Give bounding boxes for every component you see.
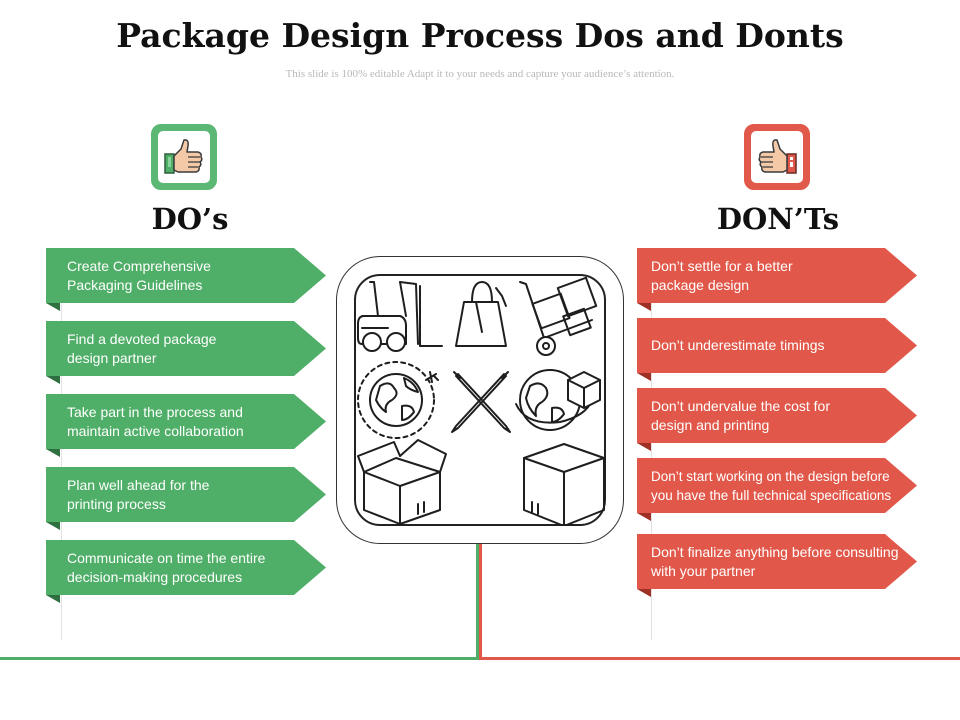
forklift-icon [357, 281, 443, 352]
dont-item-fold [637, 373, 651, 381]
thumbs-down-icon [758, 139, 797, 174]
do-item-text: Communicate on time the entire decision-… [67, 549, 266, 585]
dont-item-text: Don’t start working on the design before… [651, 468, 892, 503]
do-item: Take part in the process and maintain ac… [46, 394, 326, 449]
center-stem-red [479, 543, 482, 660]
donts-icon-badge [740, 120, 814, 194]
dont-item: Don’t underestimate timings [637, 318, 917, 373]
center-stem-green [476, 543, 479, 660]
dont-item-text: Don’t finalize anything before consultin… [651, 543, 899, 579]
do-item: Plan well ahead for the printing process [46, 467, 326, 522]
dont-item: Don’t undervalue the cost for design and… [637, 388, 917, 443]
dont-item-fold [637, 303, 651, 311]
do-item-text: Take part in the process and maintain ac… [67, 403, 244, 439]
open-box-icon [357, 439, 447, 525]
do-item-fold [46, 595, 60, 603]
packaging-illustration-frame [336, 256, 624, 544]
do-item: Communicate on time the entire decision-… [46, 540, 326, 595]
crossed-pencils-icon [451, 371, 511, 433]
dont-item: Don’t settle for a better package design [637, 248, 917, 303]
do-item-fold [46, 376, 60, 384]
bottom-line-red [479, 657, 960, 660]
do-item-text: Create Comprehensive Packaging Guideline… [67, 257, 211, 293]
dos-heading: DO’s [151, 202, 229, 236]
page-subtitle: This slide is 100% editable Adapt it to … [285, 68, 675, 80]
dont-item: Don’t start working on the design before… [637, 458, 917, 513]
closed-box-icon [523, 443, 605, 526]
donts-guide-line [651, 248, 652, 640]
dont-item: Don’t finalize anything before consultin… [637, 534, 917, 589]
dont-item-text: Don’t undervalue the cost for design and… [651, 397, 830, 433]
dont-item-fold [637, 513, 651, 521]
hand-truck-icon [519, 276, 598, 356]
bottom-line-green [0, 657, 479, 660]
thumbs-up-icon [164, 139, 203, 174]
do-item: Find a devoted package design partner [46, 321, 326, 376]
dont-item-text: Don’t underestimate timings [651, 337, 825, 353]
dont-item-fold [637, 443, 651, 451]
shopping-bag-icon [455, 281, 507, 347]
do-item-text: Find a devoted package design partner [67, 330, 217, 366]
do-item: Create Comprehensive Packaging Guideline… [46, 248, 326, 303]
dont-item-fold [637, 589, 651, 597]
page-title: Package Design Process Dos and Donts [116, 16, 844, 55]
globe-plane-icon [357, 361, 439, 439]
dont-item-text: Don’t settle for a better package design [651, 257, 793, 293]
do-item-fold [46, 522, 60, 530]
donts-heading: DON’Ts [716, 202, 840, 236]
do-item-fold [46, 449, 60, 457]
globe-box-icon [515, 369, 601, 431]
do-item-fold [46, 303, 60, 311]
do-item-text: Plan well ahead for the printing process [67, 476, 210, 512]
dos-icon-badge [147, 120, 221, 194]
